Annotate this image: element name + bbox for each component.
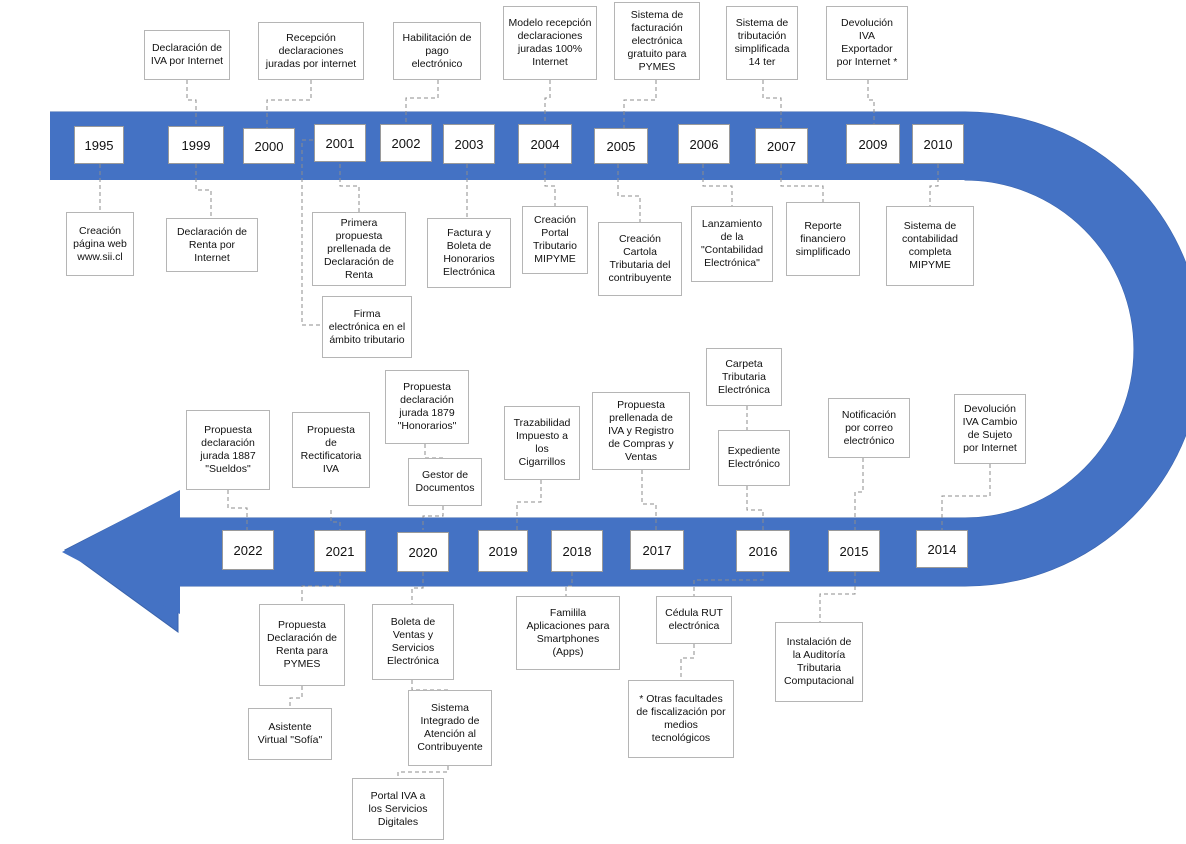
year-2014: 2014	[916, 530, 968, 568]
event-recepcion-declaraciones: Recepción declaraciones juradas por inte…	[258, 22, 364, 80]
event-primera-propuesta-renta: Primera propuesta prellenada de Declarac…	[312, 212, 406, 286]
event-propuesta-rectificatoria-iva: Propuesta de Rectificatoria IVA	[292, 412, 370, 488]
year-2004: 2004	[518, 124, 572, 164]
event-expediente-electronico: Expediente Electrónico	[718, 430, 790, 486]
year-2010: 2010	[912, 124, 964, 164]
year-2007: 2007	[755, 128, 808, 164]
event-reporte-financiero: Reporte financiero simplificado	[786, 202, 860, 276]
event-carpeta-tributaria: Carpeta Tributaria Electrónica	[706, 348, 782, 406]
year-2017: 2017	[630, 530, 684, 570]
event-gestor-documentos: Gestor de Documentos	[408, 458, 482, 506]
year-2020: 2020	[397, 532, 449, 572]
event-cedula-rut: Cédula RUT electrónica	[656, 596, 732, 644]
event-firma-electronica: Firma electrónica en el ámbito tributari…	[322, 296, 412, 358]
event-sistema-atencion-contribuyente: Sistema Integrado de Atención al Contrib…	[408, 690, 492, 766]
event-trazabilidad-cigarrillos: Trazabilidad Impuesto a los Cigarrillos	[504, 406, 580, 480]
event-aplicaciones-smartphones: Familila Aplicaciones para Smartphones (…	[516, 596, 620, 670]
event-notificacion-correo: Notificación por correo electrónico	[828, 398, 910, 458]
event-devolucion-iva-exportador: Devolución IVA Exportador por Internet *	[826, 6, 908, 80]
year-1999: 1999	[168, 126, 224, 164]
event-declaracion-iva-internet: Declaración de IVA por Internet	[144, 30, 230, 80]
event-propuesta-dj-1879: Propuesta declaración jurada 1879 "Honor…	[385, 370, 469, 444]
event-propuesta-iva-rcv: Propuesta prellenada de IVA y Registro d…	[592, 392, 690, 470]
event-cartola-tributaria: Creación Cartola Tributaria del contribu…	[598, 222, 682, 296]
event-portal-tributario-mipyme: Creación Portal Tributario MIPYME	[522, 206, 588, 274]
year-2003: 2003	[443, 124, 495, 164]
event-tributacion-simplificada: Sistema de tributación simplificada 14 t…	[726, 6, 798, 80]
event-otras-facultades: * Otras facultades de fiscalización por …	[628, 680, 734, 758]
year-2016: 2016	[736, 530, 790, 572]
event-devolucion-iva-cambio-sujeto: Devolución IVA Cambio de Sujeto por Inte…	[954, 394, 1026, 464]
timeline-band-curve	[965, 112, 1186, 586]
event-contabilidad-electronica: Lanzamiento de la "Contabilidad Electrón…	[691, 206, 773, 282]
year-2019: 2019	[478, 530, 528, 572]
event-creacion-pagina-web: Creación página web www.sii.cl	[66, 212, 134, 276]
year-2001: 2001	[314, 124, 366, 162]
event-auditoria-tributaria: Instalación de la Auditoría Tributaria C…	[775, 622, 863, 702]
event-boleta-ventas-servicios: Boleta de Ventas y Servicios Electrónica	[372, 604, 454, 680]
event-factura-boleta-honorarios: Factura y Boleta de Honorarios Electróni…	[427, 218, 511, 288]
year-1995: 1995	[74, 126, 124, 164]
year-2018: 2018	[551, 530, 603, 572]
year-2015: 2015	[828, 530, 880, 572]
year-2000: 2000	[243, 128, 295, 164]
year-2002: 2002	[380, 124, 432, 162]
event-pago-electronico: Habilitación de pago electrónico	[393, 22, 481, 80]
timeline-arrowhead	[62, 490, 180, 614]
year-2005: 2005	[594, 128, 648, 164]
year-2022: 2022	[222, 530, 274, 570]
event-portal-iva-servicios-digitales: Portal IVA a los Servicios Digitales	[352, 778, 444, 840]
event-asistente-virtual-sofia: Asistente Virtual "Sofía"	[248, 708, 332, 760]
event-modelo-recepcion-dj: Modelo recepción declaraciones juradas 1…	[503, 6, 597, 80]
event-declaracion-renta-internet: Declaración de Renta por Internet	[166, 218, 258, 272]
year-2009: 2009	[846, 124, 900, 164]
event-facturacion-pymes: Sistema de facturación electrónica gratu…	[614, 2, 700, 80]
year-2021: 2021	[314, 530, 366, 572]
event-propuesta-dj-1887: Propuesta declaración jurada 1887 "Sueld…	[186, 410, 270, 490]
event-propuesta-renta-pymes: Propuesta Declaración de Renta para PYME…	[259, 604, 345, 686]
event-contabilidad-completa-mipyme: Sistema de contabilidad completa MIPYME	[886, 206, 974, 286]
year-2006: 2006	[678, 124, 730, 164]
